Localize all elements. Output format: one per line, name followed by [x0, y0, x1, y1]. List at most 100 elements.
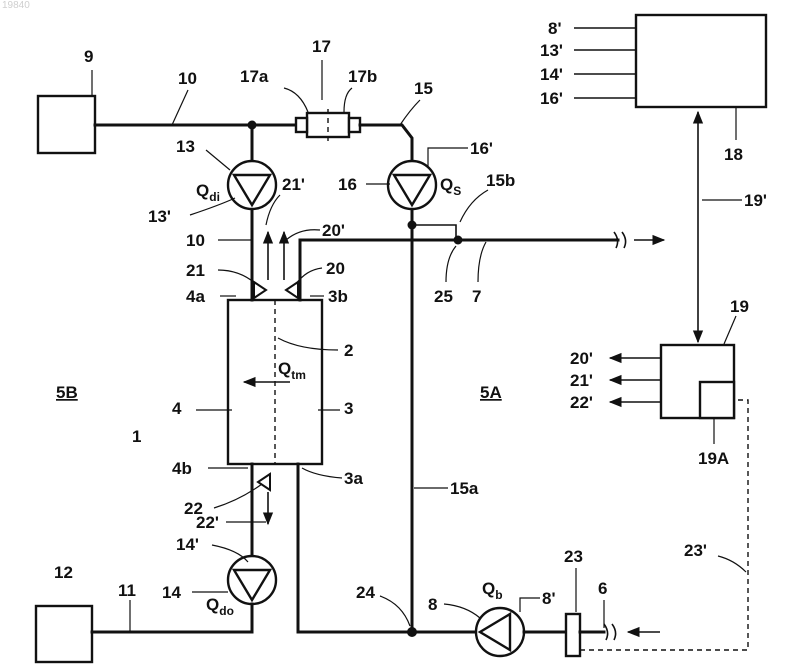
label-4b: 4b [172, 459, 192, 478]
label-21p: 21' [282, 175, 305, 194]
flow-qdo-main: Q [206, 595, 219, 614]
box-19A [700, 382, 734, 418]
lead-15b [460, 190, 488, 222]
lead-3a [302, 468, 342, 478]
lead-16p [428, 148, 468, 166]
flow-qtm-main: Q [278, 359, 291, 378]
label-5B: 5B [56, 383, 78, 402]
filter-17a-cap [296, 118, 307, 132]
flow-qdo-sub: do [219, 604, 234, 618]
lead-24 [380, 596, 410, 626]
flow-qtm-sub: tm [291, 368, 306, 382]
box-9 [38, 96, 95, 153]
lead-20p [286, 230, 320, 240]
label-10b: 10 [186, 231, 205, 250]
lead-21 [218, 270, 256, 284]
line-6-break [604, 624, 616, 640]
label-15b: 15b [486, 171, 515, 190]
sensor-20 [286, 282, 298, 298]
junction-25 [454, 236, 463, 245]
flow-qb-sub: b [495, 588, 502, 602]
label-15a: 15a [450, 479, 479, 498]
label-3a: 3a [344, 469, 363, 488]
label-19p: 19' [744, 191, 767, 210]
flow-qdi: Qdi [196, 181, 220, 204]
label-19A: 19A [698, 449, 729, 468]
flow-qdi-sub: di [209, 190, 220, 204]
label-19: 19 [730, 297, 749, 316]
label-20: 20 [326, 259, 345, 278]
pump-14 [228, 556, 276, 604]
label-2: 2 [344, 341, 353, 360]
label-20p: 20' [322, 221, 345, 240]
label-13: 13 [176, 137, 195, 156]
label-r14p: 14' [540, 65, 563, 84]
filter-17b-cap [349, 118, 360, 132]
signal-23p [580, 400, 748, 650]
label-24: 24 [356, 583, 375, 602]
sensor-23 [566, 614, 580, 656]
flow-qs-main: Q [440, 175, 453, 194]
sensor-22 [258, 474, 270, 490]
label-3: 3 [344, 399, 353, 418]
flow-qs: QS [440, 175, 461, 198]
label-o21p: 21' [570, 371, 593, 390]
label-o22p: 22' [570, 393, 593, 412]
label-17: 17 [312, 37, 331, 56]
label-11: 11 [118, 581, 136, 600]
label-8p: 8' [542, 589, 556, 608]
label-3b: 3b [328, 287, 348, 306]
label-4a: 4a [186, 287, 205, 306]
label-14: 14 [162, 583, 181, 602]
label-23: 23 [564, 547, 583, 566]
label-18: 18 [724, 145, 743, 164]
label-o20p: 20' [570, 349, 593, 368]
label-8: 8 [428, 595, 437, 614]
lead-13 [206, 150, 230, 170]
lead-25 [446, 246, 456, 282]
label-7: 7 [472, 287, 481, 306]
sensor-21 [254, 282, 266, 298]
box-18-controller [636, 15, 766, 107]
label-5A: 5A [480, 383, 502, 402]
junction-24 [407, 627, 417, 637]
label-17b: 17b [348, 67, 377, 86]
flow-qb: Qb [482, 579, 503, 602]
filter-17 [307, 113, 349, 137]
label-14p: 14' [176, 535, 199, 554]
label-1: 1 [132, 427, 141, 446]
label-r8p: 8' [548, 19, 562, 38]
lead-17a [284, 88, 308, 112]
label-6: 6 [598, 579, 607, 598]
line-15 [360, 125, 412, 160]
lead-17b [344, 88, 352, 112]
lead-19 [724, 316, 736, 344]
label-25: 25 [434, 287, 453, 306]
pump-8 [476, 608, 524, 656]
lead-15 [400, 100, 420, 125]
lead-23p [718, 556, 746, 572]
label-23p: 23' [684, 541, 707, 560]
flow-qb-main: Q [482, 579, 495, 598]
lead-10 [172, 90, 188, 125]
label-13p: 13' [148, 207, 171, 226]
label-12: 12 [54, 563, 73, 582]
labels: 9 10 17 17a 17b 15 13 16' 16 15b 13' 21'… [54, 19, 767, 618]
label-r16p: 16' [540, 89, 563, 108]
pump-16 [388, 161, 436, 209]
label-22p: 22' [196, 513, 219, 532]
label-15: 15 [414, 79, 433, 98]
line-15b [412, 225, 456, 240]
label-16: 16 [338, 175, 357, 194]
lead-8p [520, 598, 540, 612]
flow-qs-sub: S [453, 184, 461, 198]
label-4: 4 [172, 399, 182, 418]
label-r13p: 13' [540, 41, 563, 60]
lead-8 [444, 604, 480, 618]
box-12 [36, 606, 92, 662]
label-21: 21 [186, 261, 205, 280]
label-17a: 17a [240, 67, 269, 86]
label-16p: 16' [470, 139, 493, 158]
pump-13 [228, 161, 276, 209]
